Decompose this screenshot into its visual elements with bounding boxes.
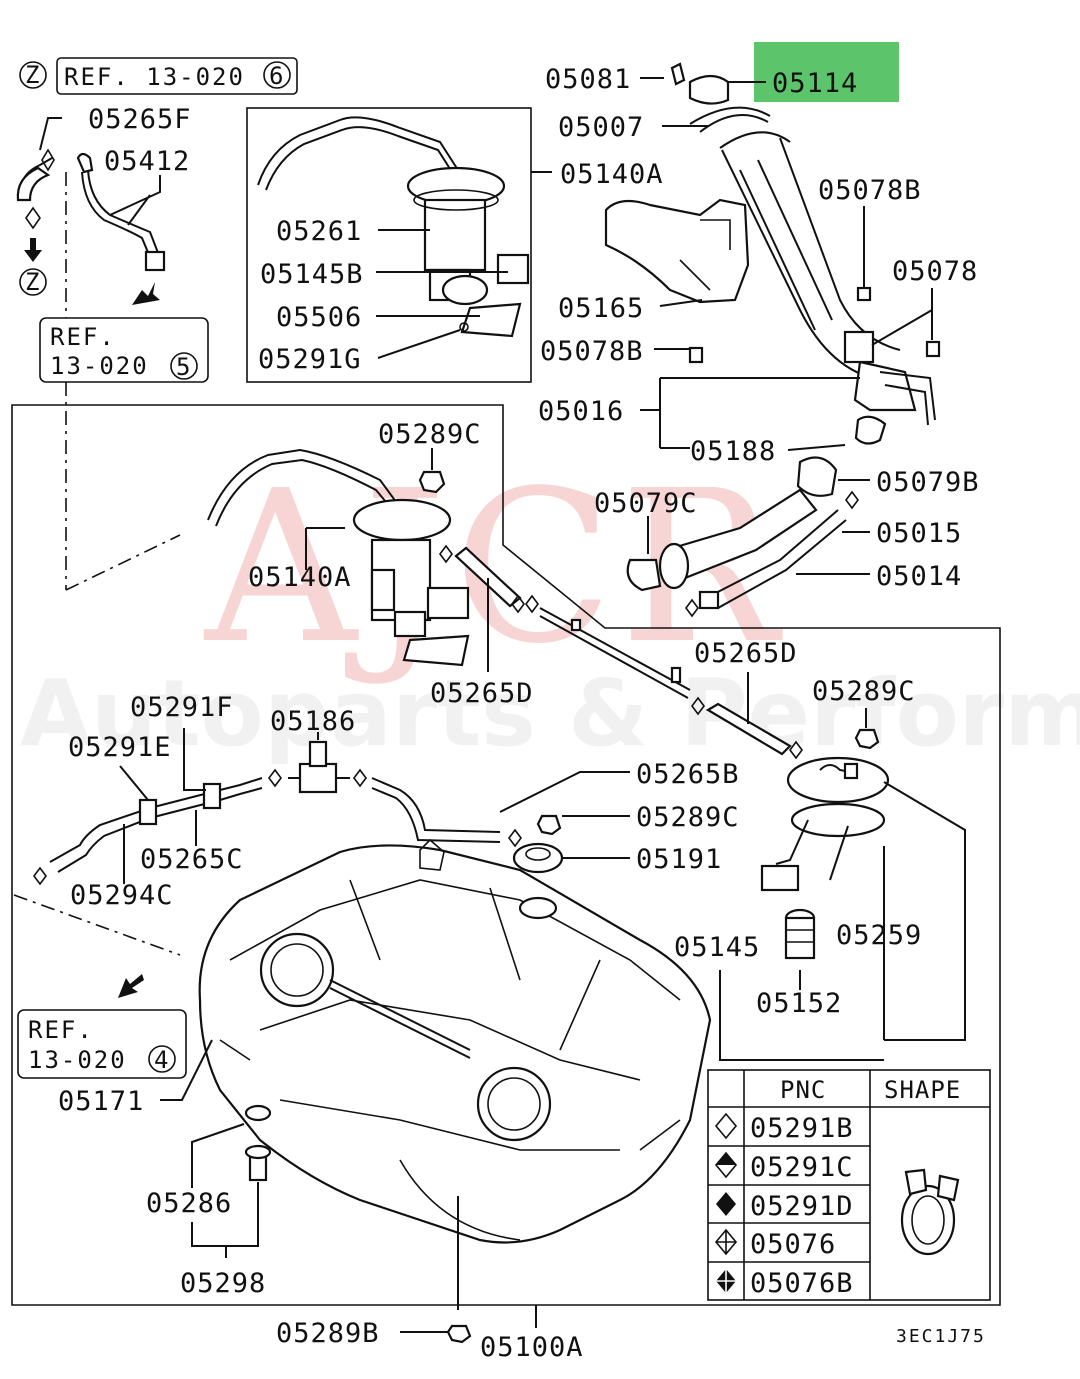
table-header-pnc: PNC	[780, 1076, 826, 1104]
label-05140A-top[interactable]: 05140A	[560, 159, 664, 190]
ref-num-circle	[263, 61, 291, 89]
fuel-pump-mid	[207, 448, 470, 667]
label-05171[interactable]: 05171	[58, 1086, 144, 1117]
clamp-shape-icon	[900, 1168, 960, 1256]
z-marker: Z	[25, 268, 41, 296]
label-05078[interactable]: 05078	[892, 256, 978, 287]
label-05289C-a[interactable]: 05289C	[378, 419, 482, 450]
diamond-half-icon	[714, 1151, 738, 1179]
ref-num: 6	[269, 62, 285, 90]
label-05078B-a[interactable]: 05078B	[818, 175, 922, 206]
label-05145[interactable]: 05145	[674, 932, 760, 963]
pnc-shape-table: PNC SHAPE 05291B 05291C 05291D 05076 050…	[707, 1069, 991, 1301]
diagram-code: 3EC1J75	[896, 1326, 986, 1347]
label-05140A-mid[interactable]: 05140A	[248, 562, 352, 593]
fuel-tank	[198, 838, 712, 1244]
label-05016[interactable]: 05016	[538, 396, 624, 427]
ref-13-020-5[interactable]: REF. 13-020 5	[39, 317, 209, 383]
hose-assembly-left: Z	[16, 117, 166, 305]
label-05265D-a[interactable]: 05265D	[430, 678, 534, 709]
sender-unit	[760, 756, 890, 960]
label-05294C[interactable]: 05294C	[70, 880, 174, 911]
label-05291E[interactable]: 05291E	[68, 732, 172, 763]
arrow-icon	[118, 974, 144, 998]
label-05079B[interactable]: 05079B	[876, 467, 980, 498]
label-05412[interactable]: 05412	[104, 146, 190, 177]
label-05265F[interactable]: 05265F	[88, 104, 192, 135]
table-pnc-row-3: 05291D	[750, 1191, 854, 1222]
label-05265B[interactable]: 05265B	[636, 759, 740, 790]
ref-13-020-6[interactable]: Z REF. 13-020 6	[19, 57, 298, 95]
highlight-box	[754, 42, 899, 102]
label-05186[interactable]: 05186	[270, 706, 356, 737]
label-05079C[interactable]: 05079C	[594, 488, 698, 519]
label-05506[interactable]: 05506	[276, 302, 362, 333]
label-05286[interactable]: 05286	[146, 1188, 232, 1219]
label-05289C-b[interactable]: 05289C	[812, 676, 916, 707]
label-05188[interactable]: 05188	[690, 436, 776, 467]
label-05014[interactable]: 05014	[876, 561, 962, 592]
filler-neck-assembly	[604, 62, 941, 445]
label-05265C[interactable]: 05265C	[140, 844, 244, 875]
table-pnc-row-5: 05076B	[750, 1268, 854, 1299]
label-05259[interactable]: 05259	[836, 920, 922, 951]
table-pnc-row-4: 05076	[750, 1229, 836, 1260]
ref-13-020-4[interactable]: REF. 13-020 4	[17, 1009, 187, 1079]
ref-letter: Z	[25, 61, 41, 89]
pump-inset-box	[246, 107, 532, 383]
label-05165[interactable]: 05165	[558, 293, 644, 324]
diamond-filled-icon	[716, 1192, 736, 1216]
label-05298[interactable]: 05298	[180, 1268, 266, 1299]
label-05007[interactable]: 05007	[558, 112, 644, 143]
ref4-line2: 13-020	[28, 1046, 127, 1074]
table-pnc-row-2: 05291C	[750, 1152, 854, 1183]
label-05191[interactable]: 05191	[636, 844, 722, 875]
filler-hoses	[626, 456, 859, 618]
label-05291G[interactable]: 05291G	[258, 344, 362, 375]
diamond-outline-icon	[41, 148, 55, 172]
z-marker-circle	[19, 268, 47, 296]
watermark-tagline: Autoparts & Performance	[20, 660, 1080, 767]
ref-letter-circle	[19, 61, 47, 89]
label-05289C-c[interactable]: 05289C	[636, 802, 740, 833]
ref5-num: 5	[176, 353, 192, 381]
label-05015[interactable]: 05015	[876, 518, 962, 549]
main-frame	[11, 404, 1001, 1306]
ref4-line1: REF.	[28, 1016, 94, 1044]
table-header-shape: SHAPE	[884, 1076, 961, 1104]
label-05261[interactable]: 05261	[276, 216, 362, 247]
label-05114[interactable]: 05114	[772, 68, 858, 99]
label-05145B[interactable]: 05145B	[260, 259, 364, 290]
table-pnc-row-1: 05291B	[750, 1113, 854, 1144]
ref-text: REF. 13-020	[64, 63, 245, 91]
arrow-icon	[132, 282, 160, 305]
vapor-hose-assembly	[33, 740, 522, 886]
ref5-line2: 13-020	[50, 352, 149, 380]
ref4-num: 4	[154, 1046, 170, 1074]
label-05289B[interactable]: 05289B	[276, 1318, 380, 1349]
diamond-outline-icon	[714, 1112, 738, 1140]
diamond-cross-icon	[714, 1228, 738, 1256]
arrow-down-icon	[24, 238, 42, 262]
ref5-line1: REF.	[50, 323, 116, 351]
label-05291F[interactable]: 05291F	[130, 692, 234, 723]
label-05081[interactable]: 05081	[545, 64, 631, 95]
fuel-pump-top	[257, 116, 530, 338]
ref-box	[56, 57, 298, 95]
label-05100A[interactable]: 05100A	[480, 1332, 584, 1363]
label-05265D-b[interactable]: 05265D	[694, 638, 798, 669]
diamond-outline-icon	[25, 206, 41, 230]
label-05152[interactable]: 05152	[756, 988, 842, 1019]
label-05078B-b[interactable]: 05078B	[540, 336, 644, 367]
